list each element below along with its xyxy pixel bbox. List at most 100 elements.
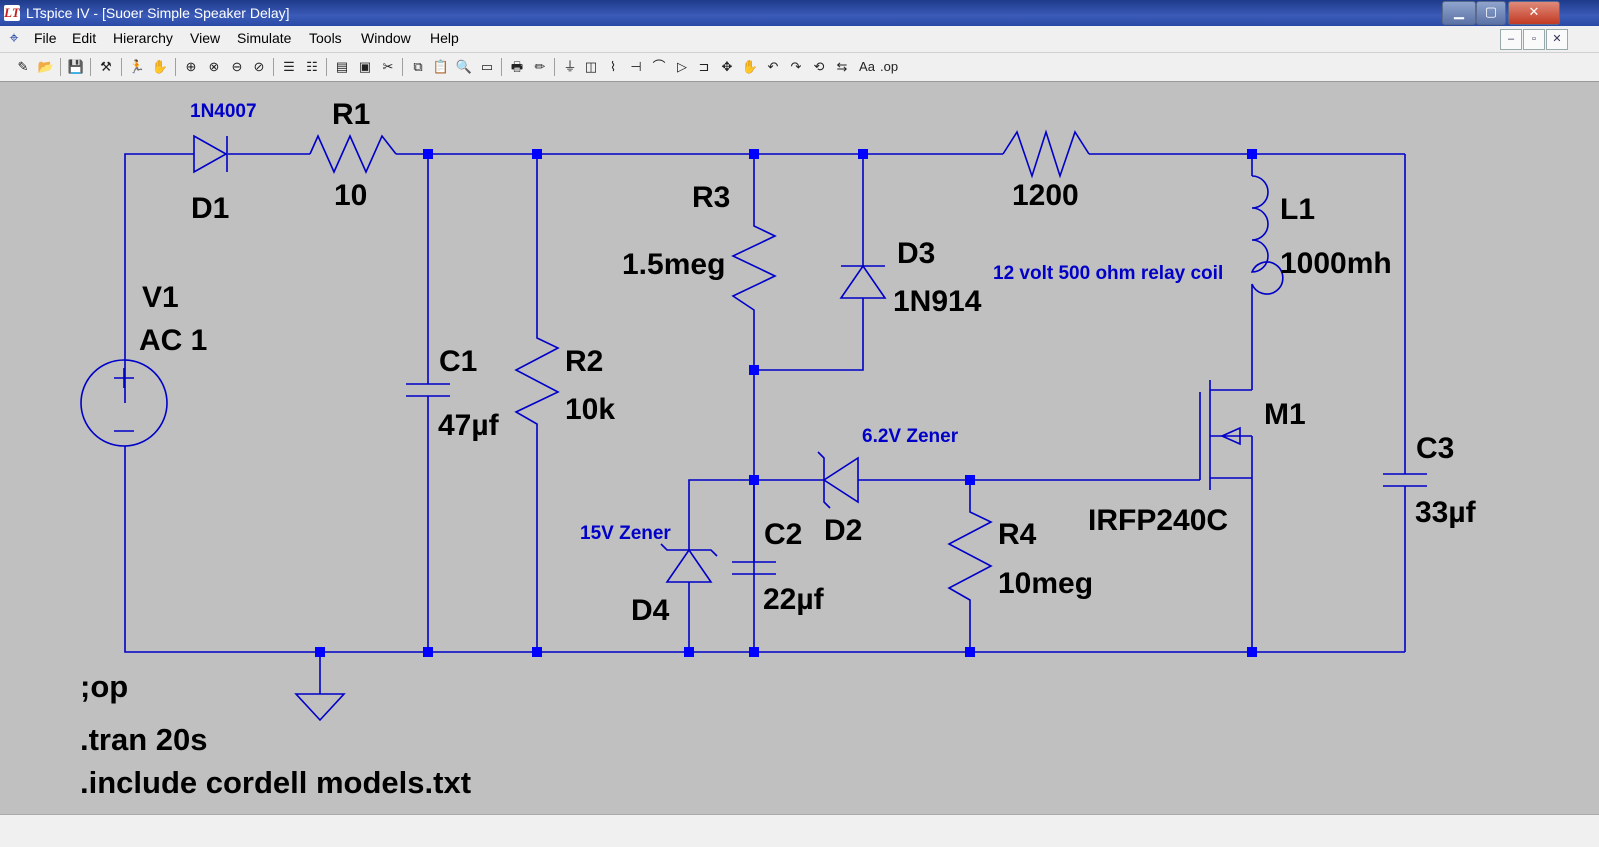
d4-value[interactable]: 15V Zener [580, 523, 671, 544]
schematic-drawing[interactable]: 1N4007 D1 R1 10 V1 AC 1 C1 47µf R2 10k R… [0, 82, 1599, 814]
label-net-icon[interactable]: ◫ [584, 59, 598, 74]
toolbar-separator [121, 58, 122, 76]
menu-simulate[interactable]: Simulate [237, 30, 292, 46]
menu-help[interactable]: Help [430, 30, 459, 46]
d2-name[interactable]: D2 [824, 514, 862, 547]
v1-value[interactable]: AC 1 [139, 324, 207, 357]
r3-name[interactable]: R3 [692, 181, 730, 214]
tile-horizontal-icon[interactable]: ☰ [283, 59, 295, 74]
drag-icon[interactable]: ✋ [741, 59, 759, 74]
window-title: LTspice IV - [Suoer Simple Speaker Delay… [26, 5, 290, 21]
capacitor-icon[interactable]: ⊣ [630, 59, 642, 74]
undo-icon[interactable]: ↶ [767, 59, 779, 74]
close-window-icon[interactable]: ▣ [358, 59, 372, 74]
r1-name[interactable]: R1 [332, 98, 370, 131]
ltspice-app-icon[interactable]: LT [4, 5, 20, 21]
zoom-out-icon[interactable]: ⊖ [231, 59, 243, 74]
ground-symbol [294, 693, 346, 722]
run-icon[interactable]: 🏃 [128, 59, 146, 74]
inductor-icon[interactable]: ⌒ [652, 59, 666, 74]
control-panel-icon[interactable]: ⚒ [100, 59, 112, 74]
r3-value[interactable]: 1.5meg [622, 248, 725, 281]
open-icon[interactable]: 📂 [37, 59, 55, 74]
c1-value[interactable]: 47µf [438, 409, 500, 442]
menu-hierarchy[interactable]: Hierarchy [113, 30, 173, 46]
cut-icon[interactable]: ✂ [382, 59, 394, 74]
tile-vertical-icon[interactable]: ☷ [306, 59, 318, 74]
menu-edit[interactable]: Edit [72, 30, 97, 46]
d3-name[interactable]: D3 [897, 237, 935, 270]
mdi-minimize-button[interactable]: – [1500, 29, 1522, 50]
directive-include[interactable]: .include cordell models.txt [80, 765, 471, 800]
zoom-in-icon[interactable]: ⊕ [185, 59, 197, 74]
save-icon[interactable]: 💾 [67, 59, 85, 74]
l1-name[interactable]: L1 [1280, 193, 1315, 226]
new-schematic-icon[interactable]: ✎ [17, 59, 29, 74]
r2-name[interactable]: R2 [565, 345, 603, 378]
directive-tran[interactable]: .tran 20s [80, 722, 208, 757]
menu-window[interactable]: Window [361, 30, 411, 46]
wire-icon[interactable]: ✏ [534, 59, 546, 74]
r5-value[interactable]: 1200 [1012, 179, 1079, 212]
maximize-button[interactable]: ▢ [1476, 1, 1506, 25]
c3-value[interactable]: 33µf [1415, 496, 1477, 529]
resistor-r3-symbol [731, 154, 777, 652]
menu-bar: ⌖ File Edit Hierarchy View Simulate Tool… [0, 26, 1599, 53]
copy-icon[interactable]: ⧉ [413, 59, 423, 74]
m1-value[interactable]: IRFP240C [1088, 504, 1228, 537]
r2-value[interactable]: 10k [565, 393, 615, 426]
mirror-icon[interactable]: ⇆ [836, 59, 848, 74]
l1-note[interactable]: 12 volt 500 ohm relay coil [993, 263, 1223, 284]
directive-op[interactable]: ;op [80, 669, 128, 704]
r4-name[interactable]: R4 [998, 518, 1037, 551]
d1-name[interactable]: D1 [191, 192, 229, 225]
m1-name[interactable]: M1 [1264, 398, 1306, 431]
cascade-icon[interactable]: ▤ [335, 59, 349, 74]
component-icon[interactable]: ⊐ [698, 59, 710, 74]
mdi-close-button[interactable]: ✕ [1546, 29, 1568, 50]
close-button[interactable]: ✕ [1508, 1, 1560, 25]
find-icon[interactable]: 🔍 [455, 59, 473, 74]
zoom-pan-icon[interactable]: ⊗ [208, 59, 220, 74]
rotate-icon[interactable]: ⟲ [813, 59, 825, 74]
toolbar: ✎ 📂 💾 ⚒ 🏃 ✋ ⊕ ⊗ ⊖ ⊘ ☰ ☷ ▤ ▣ ✂ ⧉ 📋 🔍 ▭ 🖶 ✏ ⏚ ◫ ⌇ ⊣ ⌒ ▷ ⊐ ✥ ✋ ↶ ↷ ⟲ ⇆ Aa .op [0, 53, 1599, 82]
ground-icon[interactable]: ⏚ [563, 59, 577, 74]
c1-name[interactable]: C1 [439, 345, 477, 378]
zoom-fit-icon[interactable]: ⊘ [253, 59, 265, 74]
mdi-restore-button[interactable]: ▫ [1523, 29, 1545, 50]
status-bar [0, 814, 1599, 847]
spice-directive-icon[interactable]: .op [880, 59, 899, 74]
schematic-doc-icon[interactable]: ⌖ [9, 30, 19, 47]
r1-value[interactable]: 10 [334, 179, 367, 212]
move-icon[interactable]: ✥ [721, 59, 733, 74]
menu-tools[interactable]: Tools [309, 30, 342, 46]
print-setup-icon[interactable]: ▭ [480, 59, 494, 74]
menu-file[interactable]: File [34, 30, 57, 46]
d4-name[interactable]: D4 [631, 594, 670, 627]
text-icon[interactable]: Aa [859, 59, 875, 74]
paste-icon[interactable]: 📋 [432, 59, 450, 74]
c2-name[interactable]: C2 [764, 518, 802, 551]
redo-icon[interactable]: ↷ [790, 59, 802, 74]
minimize-button[interactable]: ▁ [1442, 1, 1476, 25]
diode-icon[interactable]: ▷ [677, 59, 687, 74]
schematic-canvas[interactable]: 1N4007 D1 R1 10 V1 AC 1 C1 47µf R2 10k R… [0, 82, 1599, 814]
resistor-1200-symbol [1002, 129, 1090, 179]
inductor-l1-symbol [1250, 175, 1284, 295]
toolbar-separator [402, 58, 403, 76]
d1-value[interactable]: 1N4007 [190, 101, 257, 122]
diode-d1-symbol [193, 134, 228, 174]
l1-value[interactable]: 1000mh [1280, 247, 1392, 280]
menu-view[interactable]: View [190, 30, 221, 46]
halt-icon[interactable]: ✋ [151, 59, 169, 74]
d2-value[interactable]: 6.2V Zener [862, 426, 959, 447]
c2-value[interactable]: 22µf [763, 583, 825, 616]
print-icon[interactable]: 🖶 [510, 59, 524, 74]
c3-name[interactable]: C3 [1416, 432, 1454, 465]
resistor-icon[interactable]: ⌇ [609, 59, 617, 74]
v1-name[interactable]: V1 [142, 281, 179, 314]
d3-value[interactable]: 1N914 [893, 285, 982, 318]
r4-value[interactable]: 10meg [998, 567, 1093, 600]
resistor-r1-symbol [309, 134, 397, 174]
resistor-r4-symbol [947, 480, 993, 652]
